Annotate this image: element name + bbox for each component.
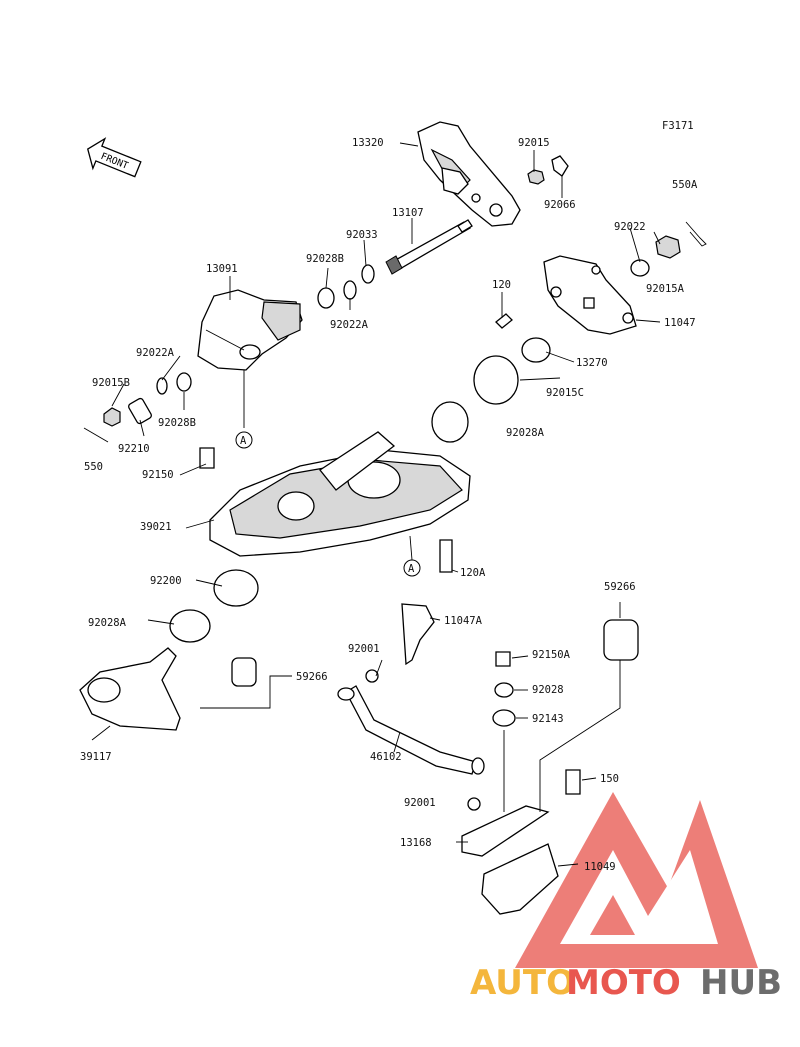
ref-marker-a-top: A: [235, 431, 253, 449]
label-59266-left: 59266: [296, 671, 328, 683]
watermark-auto: AUTO: [470, 963, 575, 1003]
label-150: 150: [600, 773, 619, 785]
pedal-39117: [79, 647, 181, 731]
label-92028b: 92028B: [306, 253, 344, 265]
bush-92028b-left: [176, 372, 192, 392]
label-92028b-left: 92028B: [158, 417, 196, 429]
label-92150: 92150: [142, 469, 174, 481]
label-92015: 92015: [518, 137, 550, 149]
label-92001: 92001: [348, 643, 380, 655]
label-39021: 39021: [140, 521, 172, 533]
diagram-code: F3171: [662, 120, 694, 132]
ring-92033: [361, 264, 375, 284]
label-13320: 13320: [352, 137, 384, 149]
shaft-13107: [385, 219, 473, 275]
label-92066: 92066: [544, 199, 576, 211]
ref-marker-a-bottom: A: [403, 559, 421, 577]
label-92022: 92022: [614, 221, 646, 233]
label-92022a-left: 92022A: [136, 347, 175, 359]
label-92028a-lower: 92028A: [88, 617, 127, 629]
label-92001-lower: 92001: [404, 797, 436, 809]
label-59266-right: 59266: [604, 581, 636, 593]
label-92015a: 92015A: [646, 283, 685, 295]
label-11047a: 11047A: [444, 615, 483, 627]
housing-13091: [197, 289, 303, 371]
collar-92143: [492, 709, 516, 727]
label-92033: 92033: [346, 229, 378, 241]
watermark-hub: HUB: [700, 963, 782, 1003]
washer-92022a-left: [156, 377, 168, 395]
pin-550a: [685, 221, 707, 247]
disk-13270: [521, 337, 551, 363]
bush-92028a: [431, 401, 469, 443]
cap-92001-lower: [467, 797, 481, 811]
label-11047: 11047: [664, 317, 696, 329]
cap-92001: [365, 669, 379, 683]
washer-92022a: [343, 280, 357, 300]
spring-92210: [128, 397, 152, 425]
label-92015c: 92015C: [546, 387, 584, 399]
pin-550: [83, 427, 109, 443]
bush-92028b: [317, 287, 335, 309]
plate-11047: [543, 255, 637, 335]
watermark-text: AUTO MOTO HUB: [470, 963, 782, 1003]
label-92200: 92200: [150, 575, 182, 587]
lever-92015c: [473, 355, 519, 405]
label-92210: 92210: [118, 443, 150, 455]
front-arrow-icon: FRONT: [86, 137, 142, 178]
label-92150a: 92150A: [532, 649, 571, 661]
label-13270: 13270: [576, 357, 608, 369]
label-120a: 120A: [460, 567, 486, 579]
label-13107: 13107: [392, 207, 424, 219]
bump-59266-right: [603, 619, 639, 661]
label-92028a: 92028A: [506, 427, 545, 439]
nut-92015b: [103, 407, 121, 427]
label-13168: 13168: [400, 837, 432, 849]
svg-text:A: A: [408, 563, 415, 575]
label-120: 120: [492, 279, 511, 291]
label-92028: 92028: [532, 684, 564, 696]
label-46102: 46102: [370, 751, 402, 763]
label-550a: 550A: [672, 179, 698, 191]
washer-92200: [213, 569, 259, 607]
label-550: 550: [84, 461, 103, 473]
svg-text:A: A: [240, 435, 247, 447]
label-39117: 39117: [80, 751, 112, 763]
watermark-logo: [515, 792, 758, 968]
label-92022a: 92022A: [330, 319, 369, 331]
bush-92028a-lower: [169, 609, 211, 643]
washer-92028: [494, 682, 514, 698]
plate-13168: [461, 805, 550, 857]
label-11049: 11049: [584, 861, 616, 873]
label-92143: 92143: [532, 713, 564, 725]
label-13091: 13091: [206, 263, 238, 275]
part-13320-drawing: [417, 121, 521, 227]
part-labels: 13320 92015 92066 550A 13107 92033 92022…: [80, 137, 698, 873]
bolt-120a: [439, 539, 453, 573]
bump-59266-left: [231, 657, 257, 687]
bracket-11049: [481, 843, 559, 915]
leader-lines: [91, 142, 661, 867]
pin-92066: [551, 155, 569, 177]
bolt-92150a: [495, 651, 511, 667]
label-92015b: 92015B: [92, 377, 130, 389]
nut-92015a: [655, 235, 681, 259]
nut-92015: [527, 169, 545, 185]
screw-120: [495, 313, 513, 329]
bracket-11047a: [401, 603, 435, 666]
bolt-150: [565, 769, 581, 795]
base-plate-39021: [209, 431, 471, 557]
rod-46102: [337, 685, 485, 775]
watermark-moto: MOTO: [566, 963, 681, 1003]
bolt-92150: [199, 447, 215, 469]
washer-92022: [630, 259, 650, 277]
